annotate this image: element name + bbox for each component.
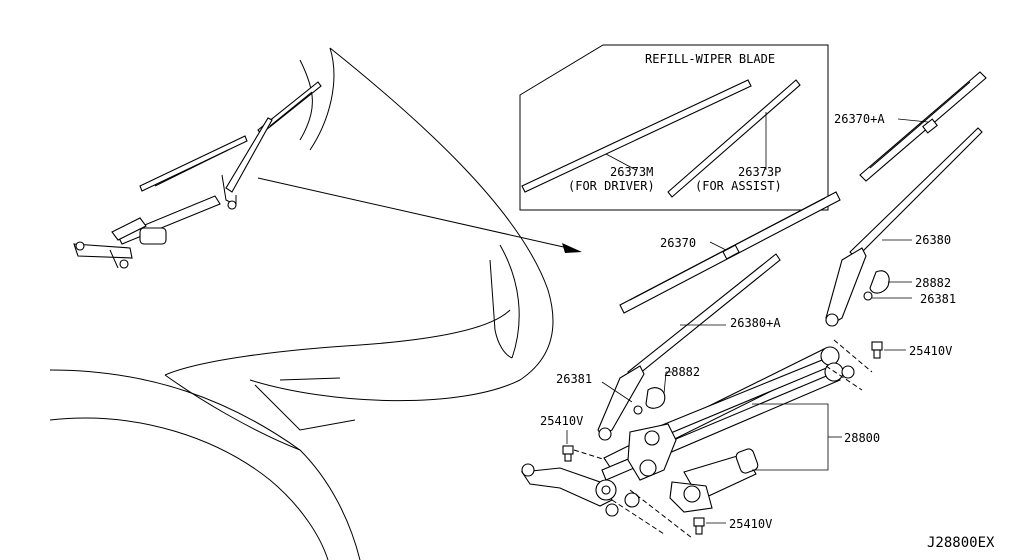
wiper-arm-assist: 26380 28882 26381 (825, 127, 983, 327)
wiper-linkage-motor: 28800 (521, 346, 880, 517)
wiper-blade-driver: 26370 (619, 191, 841, 314)
label-26381-left: 26381 (556, 372, 592, 386)
label-28882-left: 28882 (664, 365, 700, 379)
inset-title: REFILL-WIPER BLADE (645, 52, 775, 66)
diagram-code: J28800EX (927, 535, 995, 551)
label-25410v-right: 25410V (909, 344, 952, 358)
label-26380a: 26380+A (730, 316, 781, 330)
label-26380: 26380 (915, 233, 951, 247)
label-26381-right: 26381 (920, 292, 956, 306)
label-25410v-bottom: 25410V (729, 517, 772, 531)
wiper-blade-assist: 26370+A (834, 71, 987, 182)
vehicle-outline (49, 47, 554, 560)
label-25410v-left: 25410V (540, 414, 583, 428)
refill-inset: REFILL-WIPER BLADE 26373M (FOR DRIVER) 2… (519, 44, 829, 211)
label-26373p-note: (FOR ASSIST) (695, 179, 782, 193)
label-28800: 28800 (844, 431, 880, 445)
label-28882-right: 28882 (915, 276, 951, 290)
wiper-arm-driver: 26380+A 26381 28882 (556, 253, 781, 441)
label-26373p: 26373P (738, 165, 781, 179)
pointer-arrow (257, 177, 582, 253)
vehicle-wiper-sketch (73, 81, 322, 269)
label-26370a: 26370+A (834, 112, 885, 126)
label-26373m-note: (FOR DRIVER) (568, 179, 655, 193)
bolts-25410v: 25410V 25410V 25410V (540, 339, 952, 539)
label-26370: 26370 (660, 236, 696, 250)
label-26373m: 26373M (610, 165, 653, 179)
